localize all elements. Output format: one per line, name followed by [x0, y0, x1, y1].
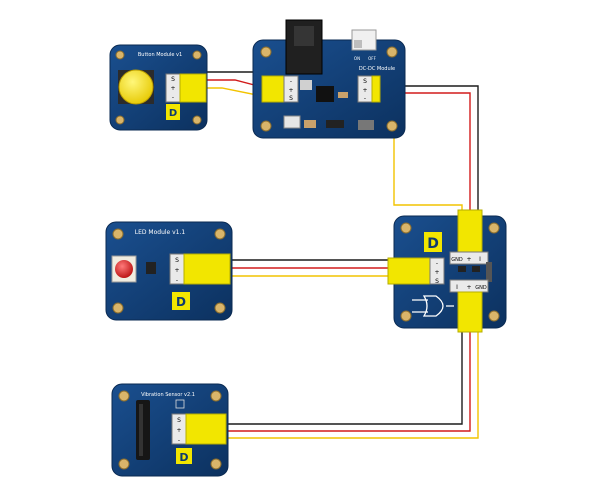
vibration-pin-plus: +: [176, 427, 181, 434]
button-pin-plus: +: [170, 85, 175, 92]
gate-bottom-pin-i: I: [456, 284, 458, 291]
gate-left-pin-plus: +: [434, 269, 439, 276]
vibration-module-title: Vibration Sensor v2.1: [141, 392, 195, 398]
gate-bottom-pin-plus: +: [466, 284, 471, 291]
svg-text:D: D: [169, 108, 177, 119]
dcdc-out-pin-minus: -: [364, 95, 366, 102]
dcdc-pin-plus: +: [288, 87, 293, 94]
gate-module: D GND + I - + S I + GND: [387, 209, 507, 333]
button-module-title: Button Module v1: [138, 52, 182, 58]
gate-top-pin-i: I: [479, 256, 481, 263]
dcdc-switch-off: OFF: [368, 56, 376, 61]
wire-vib-black: [226, 320, 463, 425]
wire-vib-yellow: [226, 320, 479, 439]
led-light: [115, 260, 133, 278]
svg-text:D: D: [179, 451, 188, 464]
gate-top-pin-gnd: GND: [451, 257, 463, 263]
button-pin-minus: -: [172, 94, 174, 101]
svg-text:D: D: [176, 295, 186, 309]
dcdc-module-title: DC-DC Module: [359, 66, 395, 72]
button-cap: [118, 69, 154, 105]
svg-text:D: D: [427, 236, 439, 252]
vibration-pin-minus: -: [178, 437, 180, 444]
dcdc-switch-on: ON: [354, 56, 360, 61]
dcdc-out-pin-plus: +: [362, 87, 367, 94]
button-pin-s: S: [171, 76, 175, 83]
gate-top-pin-plus: +: [466, 256, 471, 263]
vibration-module: Vibration Sensor v2.1 S + - D: [111, 383, 229, 477]
button-module: Button Module v1 S + - D: [109, 44, 208, 131]
dcdc-module: ON OFF DC-DC Module - + S S + -: [252, 19, 406, 139]
led-pin-minus: -: [176, 277, 178, 284]
vibration-pin-s: S: [177, 417, 181, 424]
led-module: LED Module v1.1 S + - D: [105, 221, 233, 321]
gate-left-pin-minus: -: [436, 260, 438, 267]
wire-dcdc-black: [380, 85, 479, 225]
led-pin-plus: +: [174, 267, 179, 274]
wire-button-yellow: [205, 87, 263, 97]
regulator-chip: [316, 86, 334, 102]
wire-vib-red: [226, 320, 471, 432]
led-module-title: LED Module v1.1: [135, 229, 186, 236]
dcdc-pin-s: S: [289, 95, 293, 102]
wire-dcdc-red: [380, 92, 471, 225]
gate-left-pin-s: S: [435, 278, 439, 285]
led-pin-s: S: [175, 257, 179, 264]
dcdc-pin-minus: -: [290, 78, 292, 85]
logic-gate-symbol: [412, 295, 454, 317]
gate-bottom-pin-gnd: GND: [475, 285, 487, 291]
dcdc-out-pin-s: S: [363, 78, 367, 85]
